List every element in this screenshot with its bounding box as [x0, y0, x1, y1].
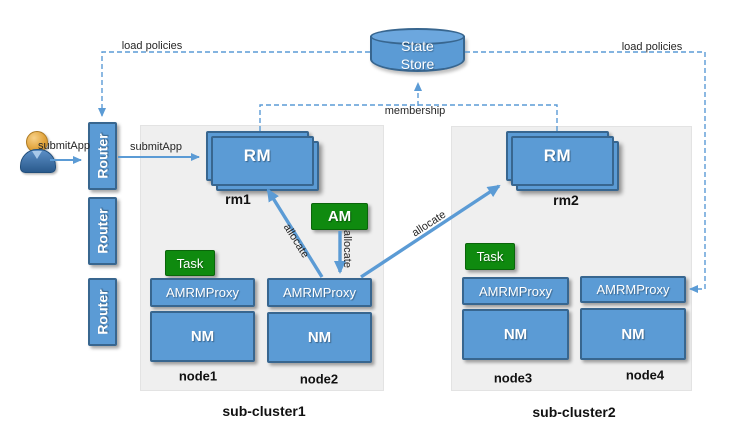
router-2-label: Router	[94, 208, 111, 254]
amrmproxy-node4[interactable]: AMRMProxy	[580, 276, 686, 303]
state-store-label: State Store	[370, 37, 465, 75]
node1-name: node1	[178, 368, 218, 384]
user-icon-body	[20, 149, 56, 173]
sub-cluster1-label: sub-cluster1	[222, 403, 306, 419]
amrmproxy-node3[interactable]: AMRMProxy	[462, 277, 569, 305]
state-store-line2: Store	[400, 56, 435, 72]
task-node3-label: Task	[476, 249, 504, 264]
node4-name: node4	[625, 367, 665, 383]
load-policies-left-label: load policies	[121, 40, 183, 52]
am-box[interactable]: AM	[311, 203, 368, 230]
rm1-box[interactable]: RM	[206, 131, 309, 181]
rm1-name: rm1	[225, 191, 251, 207]
allocate-am-label: allocate	[341, 230, 353, 268]
nm-node1[interactable]: NM	[150, 311, 255, 362]
amrmproxy-node2-label: AMRMProxy	[283, 285, 356, 300]
state-store-line1: State	[401, 38, 434, 54]
amrmproxy-node1-label: AMRMProxy	[166, 285, 239, 300]
router-3[interactable]: Router	[88, 278, 117, 346]
nm-node4[interactable]: NM	[580, 308, 686, 360]
router-2[interactable]: Router	[88, 197, 117, 265]
nm-node3[interactable]: NM	[462, 309, 569, 360]
nm-node2[interactable]: NM	[267, 312, 372, 363]
amrmproxy-node4-label: AMRMProxy	[596, 282, 670, 297]
rm1-box-label: RM	[243, 146, 272, 165]
nm-node2-label: NM	[307, 329, 332, 346]
rm2-box-label: RM	[543, 146, 572, 165]
state-store-cylinder-top	[370, 28, 465, 45]
router-3-label: Router	[94, 289, 111, 335]
am-box-label: AM	[327, 208, 352, 225]
rm2-box[interactable]: RM	[506, 131, 609, 181]
membership-label: membership	[384, 105, 446, 117]
router-1[interactable]: Router	[88, 122, 117, 190]
node3-name: node3	[493, 370, 533, 386]
amrmproxy-node1[interactable]: AMRMProxy	[150, 278, 255, 307]
submitapp-router-label: submitApp	[130, 141, 182, 153]
sub-cluster2-label: sub-cluster2	[532, 404, 616, 420]
nm-node4-label: NM	[621, 325, 645, 343]
task-node1-label: Task	[176, 255, 204, 271]
load-policies-left-line	[98, 51, 370, 117]
nm-node1-label: NM	[190, 328, 215, 345]
router-1-label: Router	[94, 133, 111, 179]
amrmproxy-node3-label: AMRMProxy	[479, 283, 552, 299]
task-box-node1[interactable]: Task	[165, 250, 215, 276]
nm-node3-label: NM	[503, 326, 528, 343]
node2-name: node2	[299, 371, 339, 387]
task-box-node3[interactable]: Task	[465, 243, 515, 270]
submitapp-user-label: submitApp	[38, 140, 90, 152]
allocate-to-rm2-label: allocate	[409, 208, 449, 240]
load-policies-right-label: load policies	[621, 41, 683, 53]
amrmproxy-node2[interactable]: AMRMProxy	[267, 278, 372, 307]
rm2-name: rm2	[553, 192, 579, 208]
